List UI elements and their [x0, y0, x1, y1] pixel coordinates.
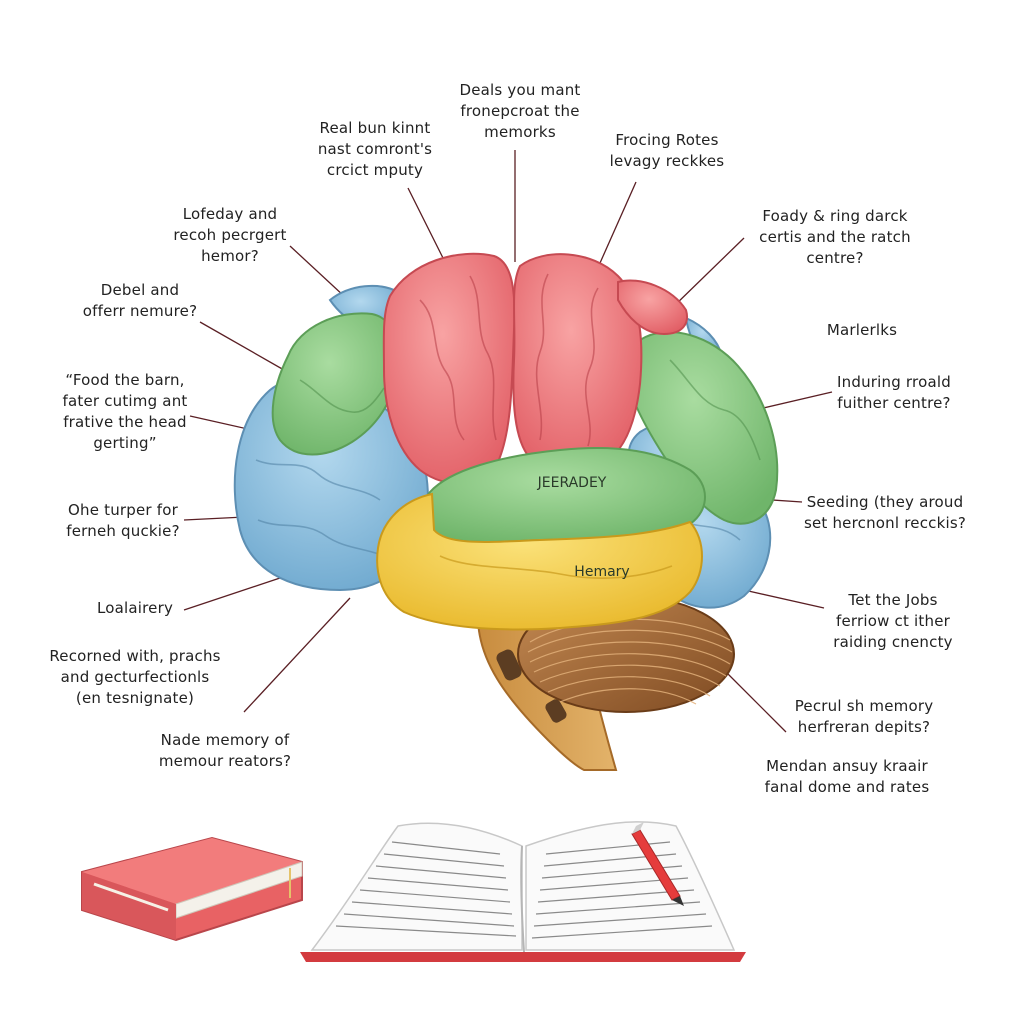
label-left-6: Recorned with, prachs and gecturfectionl… [49, 647, 221, 707]
open-book-icon [300, 821, 746, 962]
gyri-lines [255, 273, 761, 561]
label-top-left: Real bun kinnt nast comront's crcict mpu… [317, 119, 433, 179]
label-right-1: Foady & ring darck certis and the ratch … [759, 207, 911, 267]
label-left-4: Ohe turper for ferneh quckie? [66, 501, 180, 540]
label-right-2: Marlerlks [826, 321, 898, 339]
parietal-lobe-left [271, 312, 400, 456]
frontal-lobe-outer [617, 279, 688, 336]
red-book-icon [81, 836, 303, 942]
label-right-6: Pecrul sh memory herfreran depits? [794, 697, 934, 736]
label-right-7: Mendan ansuy kraair fanal dome and rates [764, 757, 930, 796]
book-text-lines [335, 841, 713, 939]
label-right-3: Induring rroald fuither centre? [837, 373, 951, 412]
label-top-center: Deals you mant fronepcroat the memorks [459, 81, 581, 141]
label-right-5: Tet the Jobs ferriow ct ither raiding cn… [833, 591, 953, 651]
label-top-right: Frocing Rotes levagy reckkes [609, 131, 725, 170]
limbic-region [376, 492, 703, 631]
frontal-lobe-left [382, 252, 516, 485]
label-left-3: “Food the barn, fater cutimg ant frative… [62, 371, 188, 452]
label-right-4: Seeding (they aroud set hercnonl recckis… [803, 493, 967, 532]
limbic-label: Hemary [574, 564, 629, 580]
label-left-2: Debel and offerr nemure? [82, 281, 198, 320]
limbic-fold [439, 555, 673, 579]
band-label: JEERADEY [537, 475, 607, 491]
label-left-5: Loalairery [96, 599, 174, 617]
red-pen-icon [631, 822, 684, 906]
leader-lines [183, 150, 833, 733]
stem-slot [496, 649, 522, 681]
label-left-1: Lofeday and recoh pecrgert hemor? [173, 205, 287, 265]
stem-slot [545, 699, 567, 723]
label-left-7: Nade memory of memour reators? [158, 731, 292, 770]
